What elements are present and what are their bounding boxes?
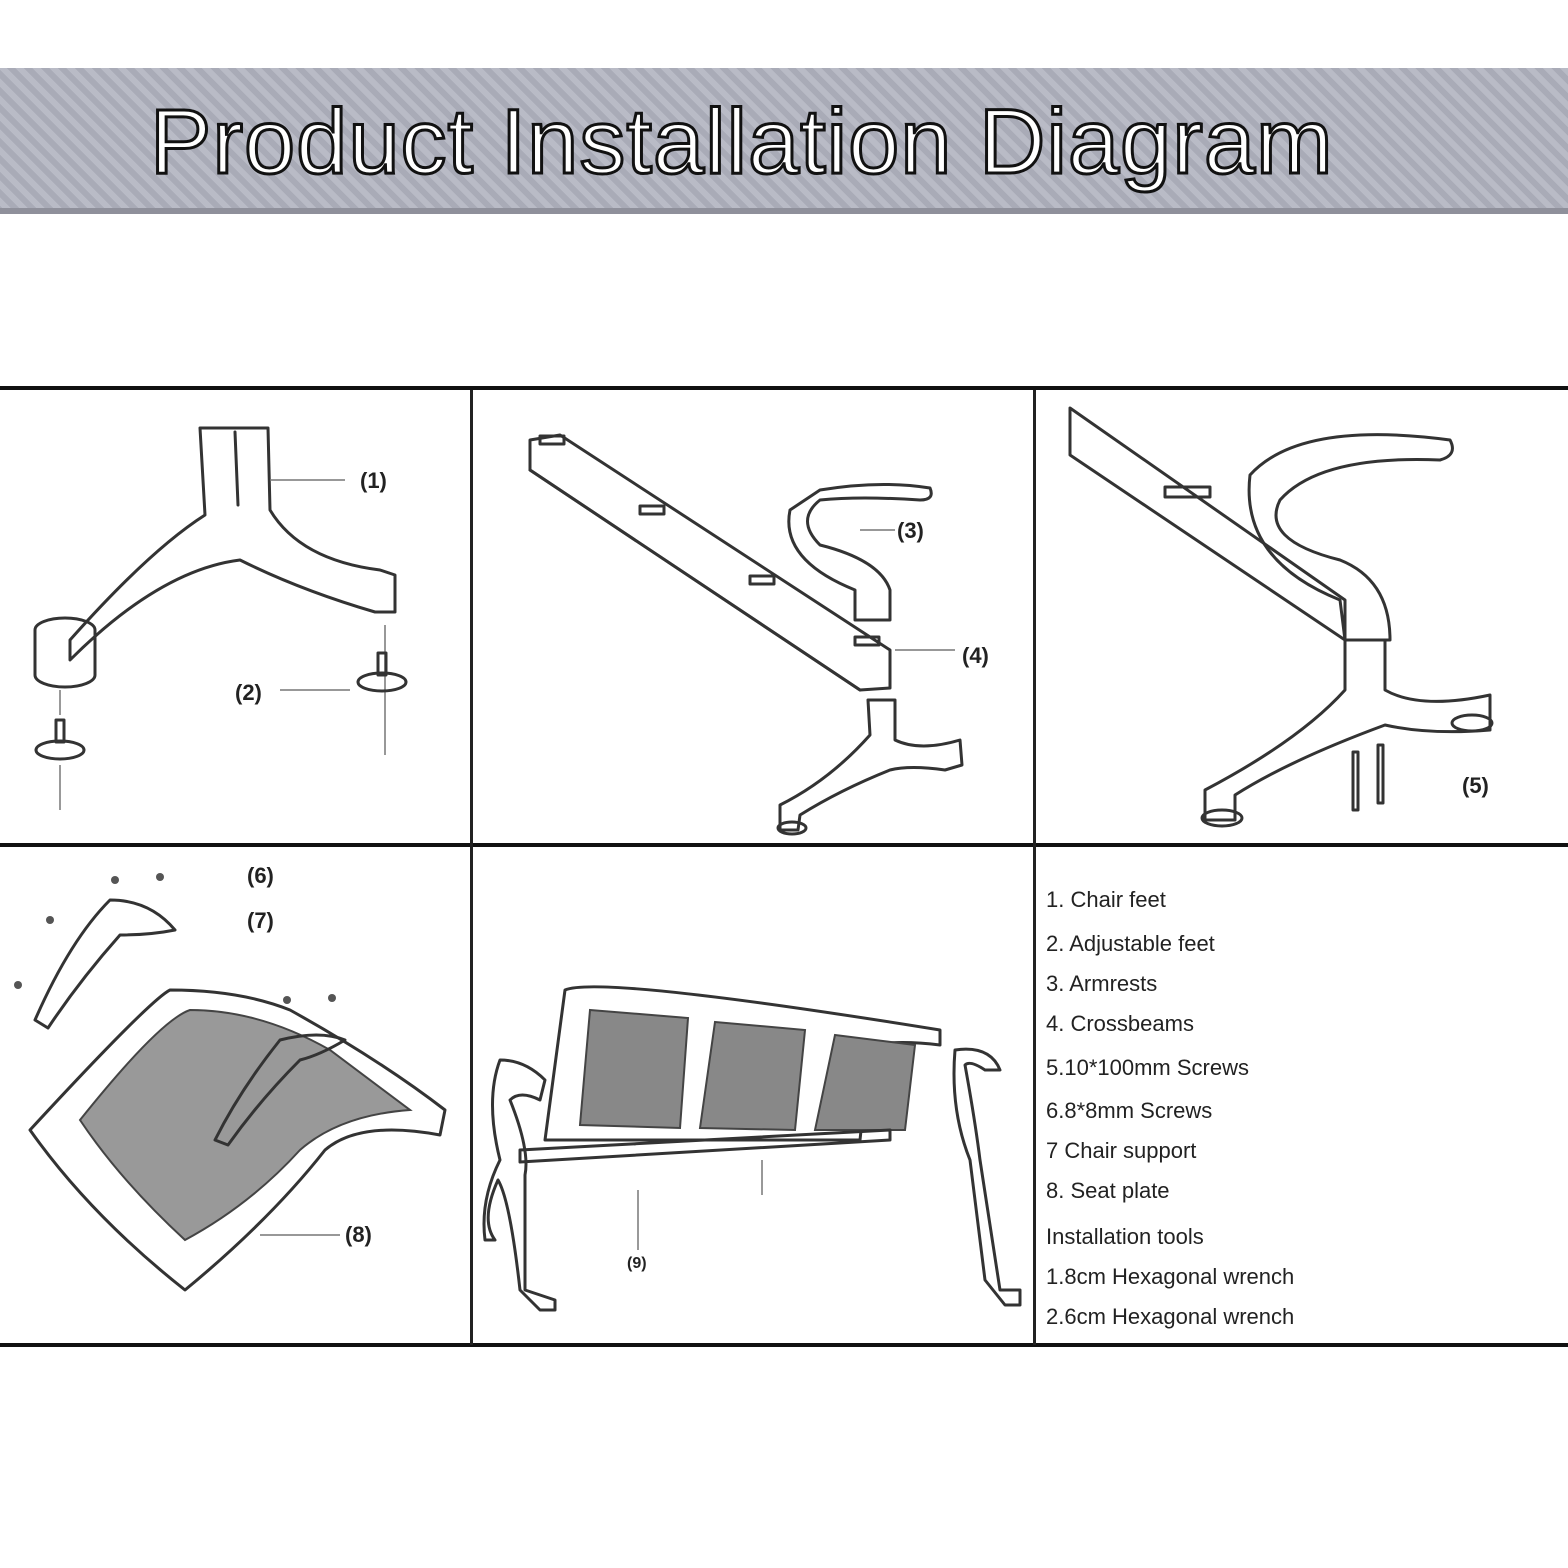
frame-middle-line (0, 843, 1568, 847)
callout-4: (4) (962, 643, 989, 668)
frame-top-line (0, 386, 1568, 390)
tool-item-2: 2.6cm Hexagonal wrench (1046, 1304, 1295, 1329)
adjustable-foot-drawing (34, 651, 408, 810)
callout-1: (1) (360, 468, 387, 493)
callout-3: (3) (897, 518, 924, 543)
callout-7: (7) (247, 908, 274, 933)
frame-divider-1 (470, 390, 473, 1345)
tools-heading: Installation tools (1046, 1224, 1204, 1249)
assembled-leg-drawing (1068, 406, 1494, 828)
page-title: Product Installation Diagram (149, 91, 1335, 193)
chair-foot-drawing (33, 426, 397, 755)
callout-8: (8) (345, 1222, 372, 1247)
frame-bottom-line (0, 1343, 1568, 1347)
legend-item-armrests: 3. Armrests (1046, 971, 1158, 996)
frame-divider-2 (1033, 390, 1036, 1345)
callout-5: (5) (1462, 773, 1489, 798)
chair-support-drawing (14, 873, 347, 1236)
callout-2: (2) (235, 680, 262, 705)
legend-item-chair-support: 7 Chair support (1046, 1138, 1197, 1163)
bench-drawing (482, 985, 1022, 1312)
long-screws-drawing (1351, 743, 1385, 812)
leg-drawing (776, 698, 964, 836)
legend-item-crossbeams: 4. Crossbeams (1046, 1011, 1194, 1036)
callout-9: (9) (627, 1255, 647, 1272)
armrest-drawing (787, 482, 955, 651)
crossbeam-drawing (528, 433, 892, 692)
callout-6: (6) (247, 863, 274, 888)
legend-item-adjustable-feet: 2. Adjustable feet (1046, 931, 1215, 956)
parts-legend: 1. Chair feet 2. Adjustable feet 3. Armr… (1046, 880, 1546, 1337)
title-banner (0, 68, 1568, 214)
seat-plate-drawing (28, 988, 447, 1292)
legend-item-chair-feet: 1. Chair feet (1046, 887, 1166, 912)
legend-item-short-screws: 6.8*8mm Screws (1046, 1098, 1213, 1123)
legend-item-seat-plate: 8. Seat plate (1046, 1178, 1170, 1203)
tool-item-1: 1.8cm Hexagonal wrench (1046, 1264, 1295, 1289)
legend-item-long-screws: 5.10*100mm Screws (1046, 1055, 1249, 1080)
